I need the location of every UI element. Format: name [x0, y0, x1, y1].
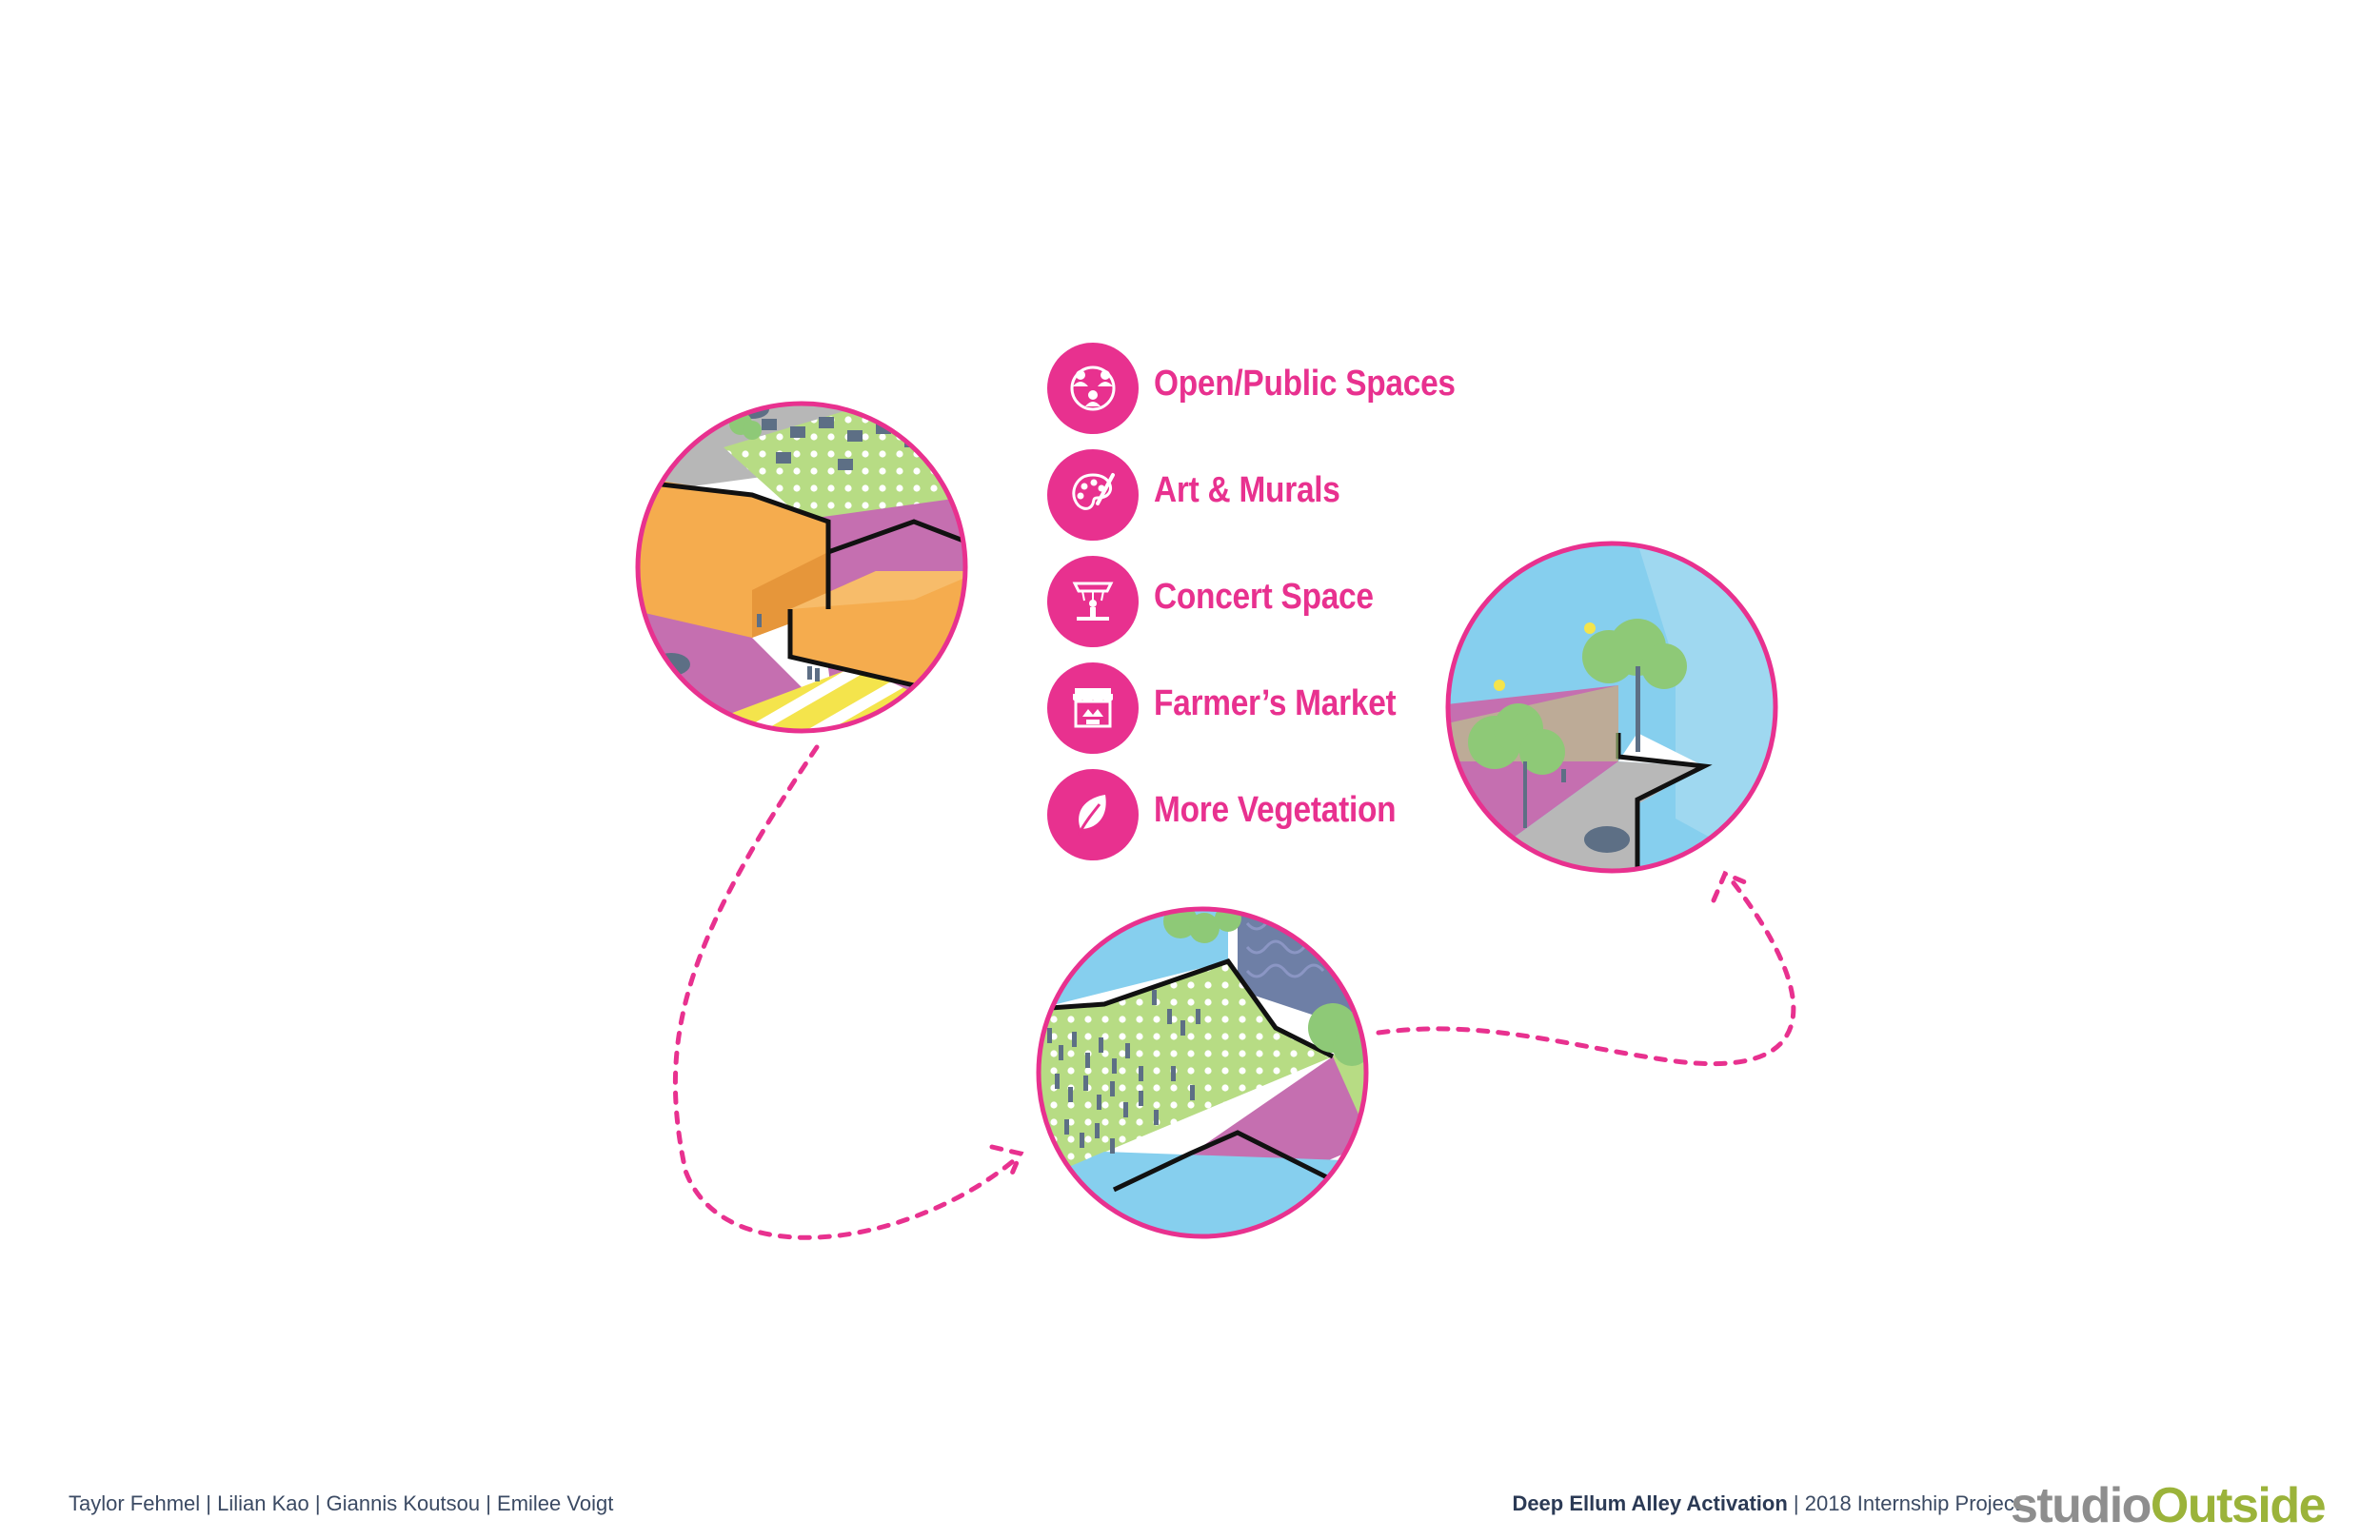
people-group-icon — [1047, 343, 1139, 434]
paint-palette-icon — [1047, 449, 1139, 541]
project-subtitle: 2018 Internship Project — [1804, 1491, 2020, 1515]
legend-label: Concert Space — [1154, 577, 1374, 617]
credit-separator: | — [1787, 1491, 1805, 1515]
logo-studio: studio — [2010, 1478, 2152, 1533]
legend-label: Farmer’s Market — [1154, 683, 1397, 723]
legend-item-art-murals: Art & Murals — [1047, 449, 1714, 541]
project-title: Deep Ellum Alley Activation — [1512, 1491, 1788, 1515]
arrowhead-1 — [989, 1144, 1024, 1183]
legend-item-more-vegetation: More Vegetation — [1047, 769, 1714, 860]
legend-item-farmers-market: Farmer’s Market — [1047, 662, 1714, 754]
logo-outside: Outside — [2150, 1478, 2327, 1533]
legend-item-concert-space: Concert Space — [1047, 556, 1714, 647]
flow-arrows — [672, 744, 1796, 1240]
legend-label: More Vegetation — [1154, 790, 1397, 830]
leaf-icon — [1047, 769, 1139, 860]
legend-label: Open/Public Spaces — [1154, 364, 1456, 404]
arrow-path-1 — [672, 744, 1021, 1240]
project-credit: Deep Ellum Alley Activation | 2018 Inter… — [1512, 1491, 2020, 1516]
vignette-alley-before — [635, 401, 968, 734]
authors-credit: Taylor Fehmel | Lilian Kao | Giannis Kou… — [69, 1491, 614, 1515]
legend-item-open-public-spaces: Open/Public Spaces — [1047, 343, 1714, 434]
vignette-alley-green-walk — [1445, 541, 1778, 874]
studio-outside-logo: studioOutside — [2010, 1477, 2327, 1534]
vignette-alley-event-plaza — [1036, 906, 1369, 1239]
legend-label: Art & Murals — [1154, 470, 1340, 510]
arrowhead-2 — [1711, 870, 1755, 903]
stage-performer-icon — [1047, 556, 1139, 647]
market-stall-icon — [1047, 662, 1139, 754]
arrow-path-2 — [1376, 873, 1796, 1067]
